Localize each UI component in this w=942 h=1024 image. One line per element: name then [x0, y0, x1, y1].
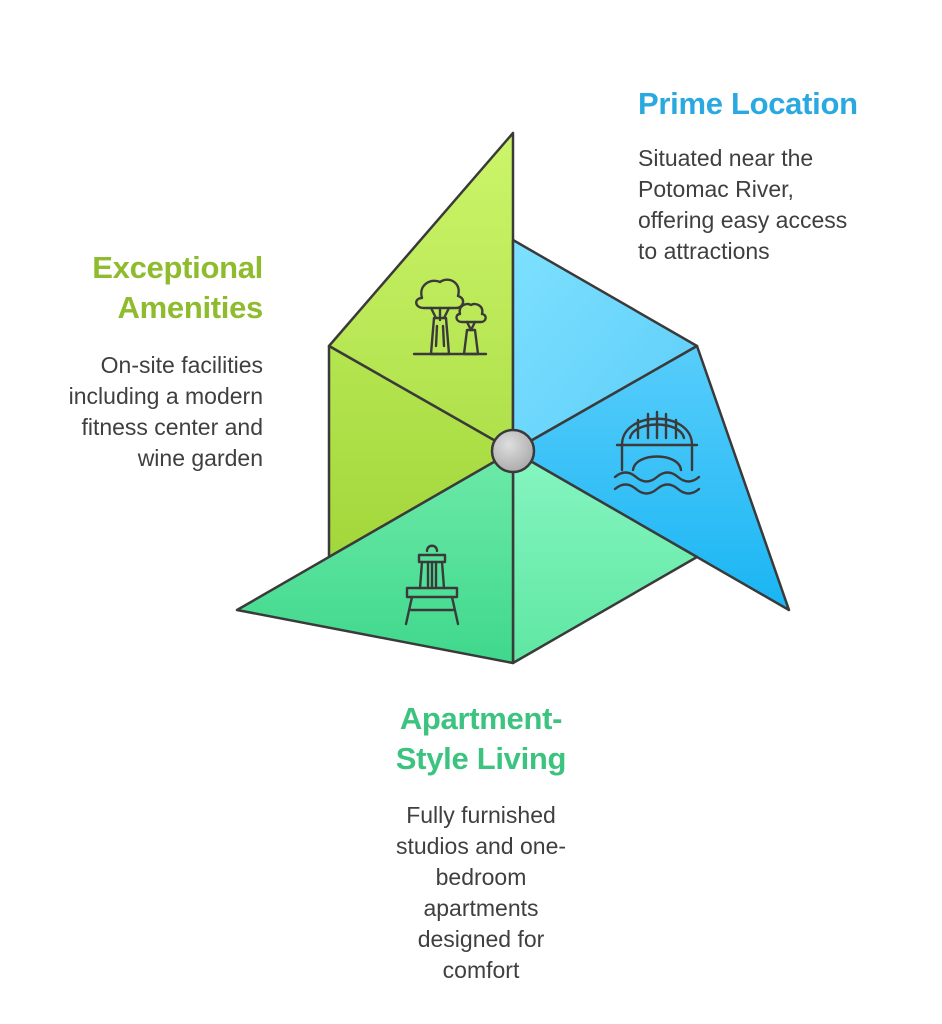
- desc-line: apartments: [423, 895, 539, 921]
- bridge-river-icon: [613, 410, 701, 495]
- title-line: Amenities: [117, 290, 264, 325]
- desc-line: comfort: [442, 957, 520, 983]
- title-line: Exceptional: [92, 250, 263, 285]
- desc-line: fitness center and: [81, 414, 263, 440]
- title-line: Style Living: [395, 741, 567, 776]
- prime-location-description: Situated near the Potomac River, offerin…: [638, 143, 918, 267]
- desc-line: On-site facilities: [100, 352, 263, 378]
- amenities-description: On-site facilities including a modern fi…: [20, 350, 263, 474]
- desc-line: Situated near the: [638, 145, 814, 171]
- apartment-living-title: Apartment- Style Living: [352, 699, 610, 779]
- desc-line: Potomac River,: [638, 176, 794, 202]
- desc-line: wine garden: [137, 445, 263, 471]
- center-hub: [490, 428, 536, 474]
- desc-line: including a modern: [68, 383, 263, 409]
- desc-line: to attractions: [638, 238, 770, 264]
- apartment-living-label: Apartment- Style Living Fully furnished …: [352, 699, 610, 986]
- desc-line: Fully furnished: [406, 802, 556, 828]
- desc-line: designed for: [417, 926, 545, 952]
- desc-line: studios and one-: [395, 833, 567, 859]
- prime-location-title: Prime Location: [638, 86, 858, 121]
- title-line: Apartment-: [399, 701, 563, 736]
- desc-line: offering easy access: [638, 207, 848, 233]
- trees-icon: [412, 278, 488, 356]
- chair-icon: [404, 544, 460, 626]
- desc-line: bedroom: [435, 864, 527, 890]
- amenities-label: Exceptional Amenities On-site facilities…: [20, 248, 264, 474]
- prime-location-label: Prime Location Situated near the Potomac…: [638, 84, 928, 267]
- apartment-living-description: Fully furnished studios and one- bedroom…: [371, 800, 591, 986]
- amenities-title: Exceptional Amenities: [20, 248, 263, 328]
